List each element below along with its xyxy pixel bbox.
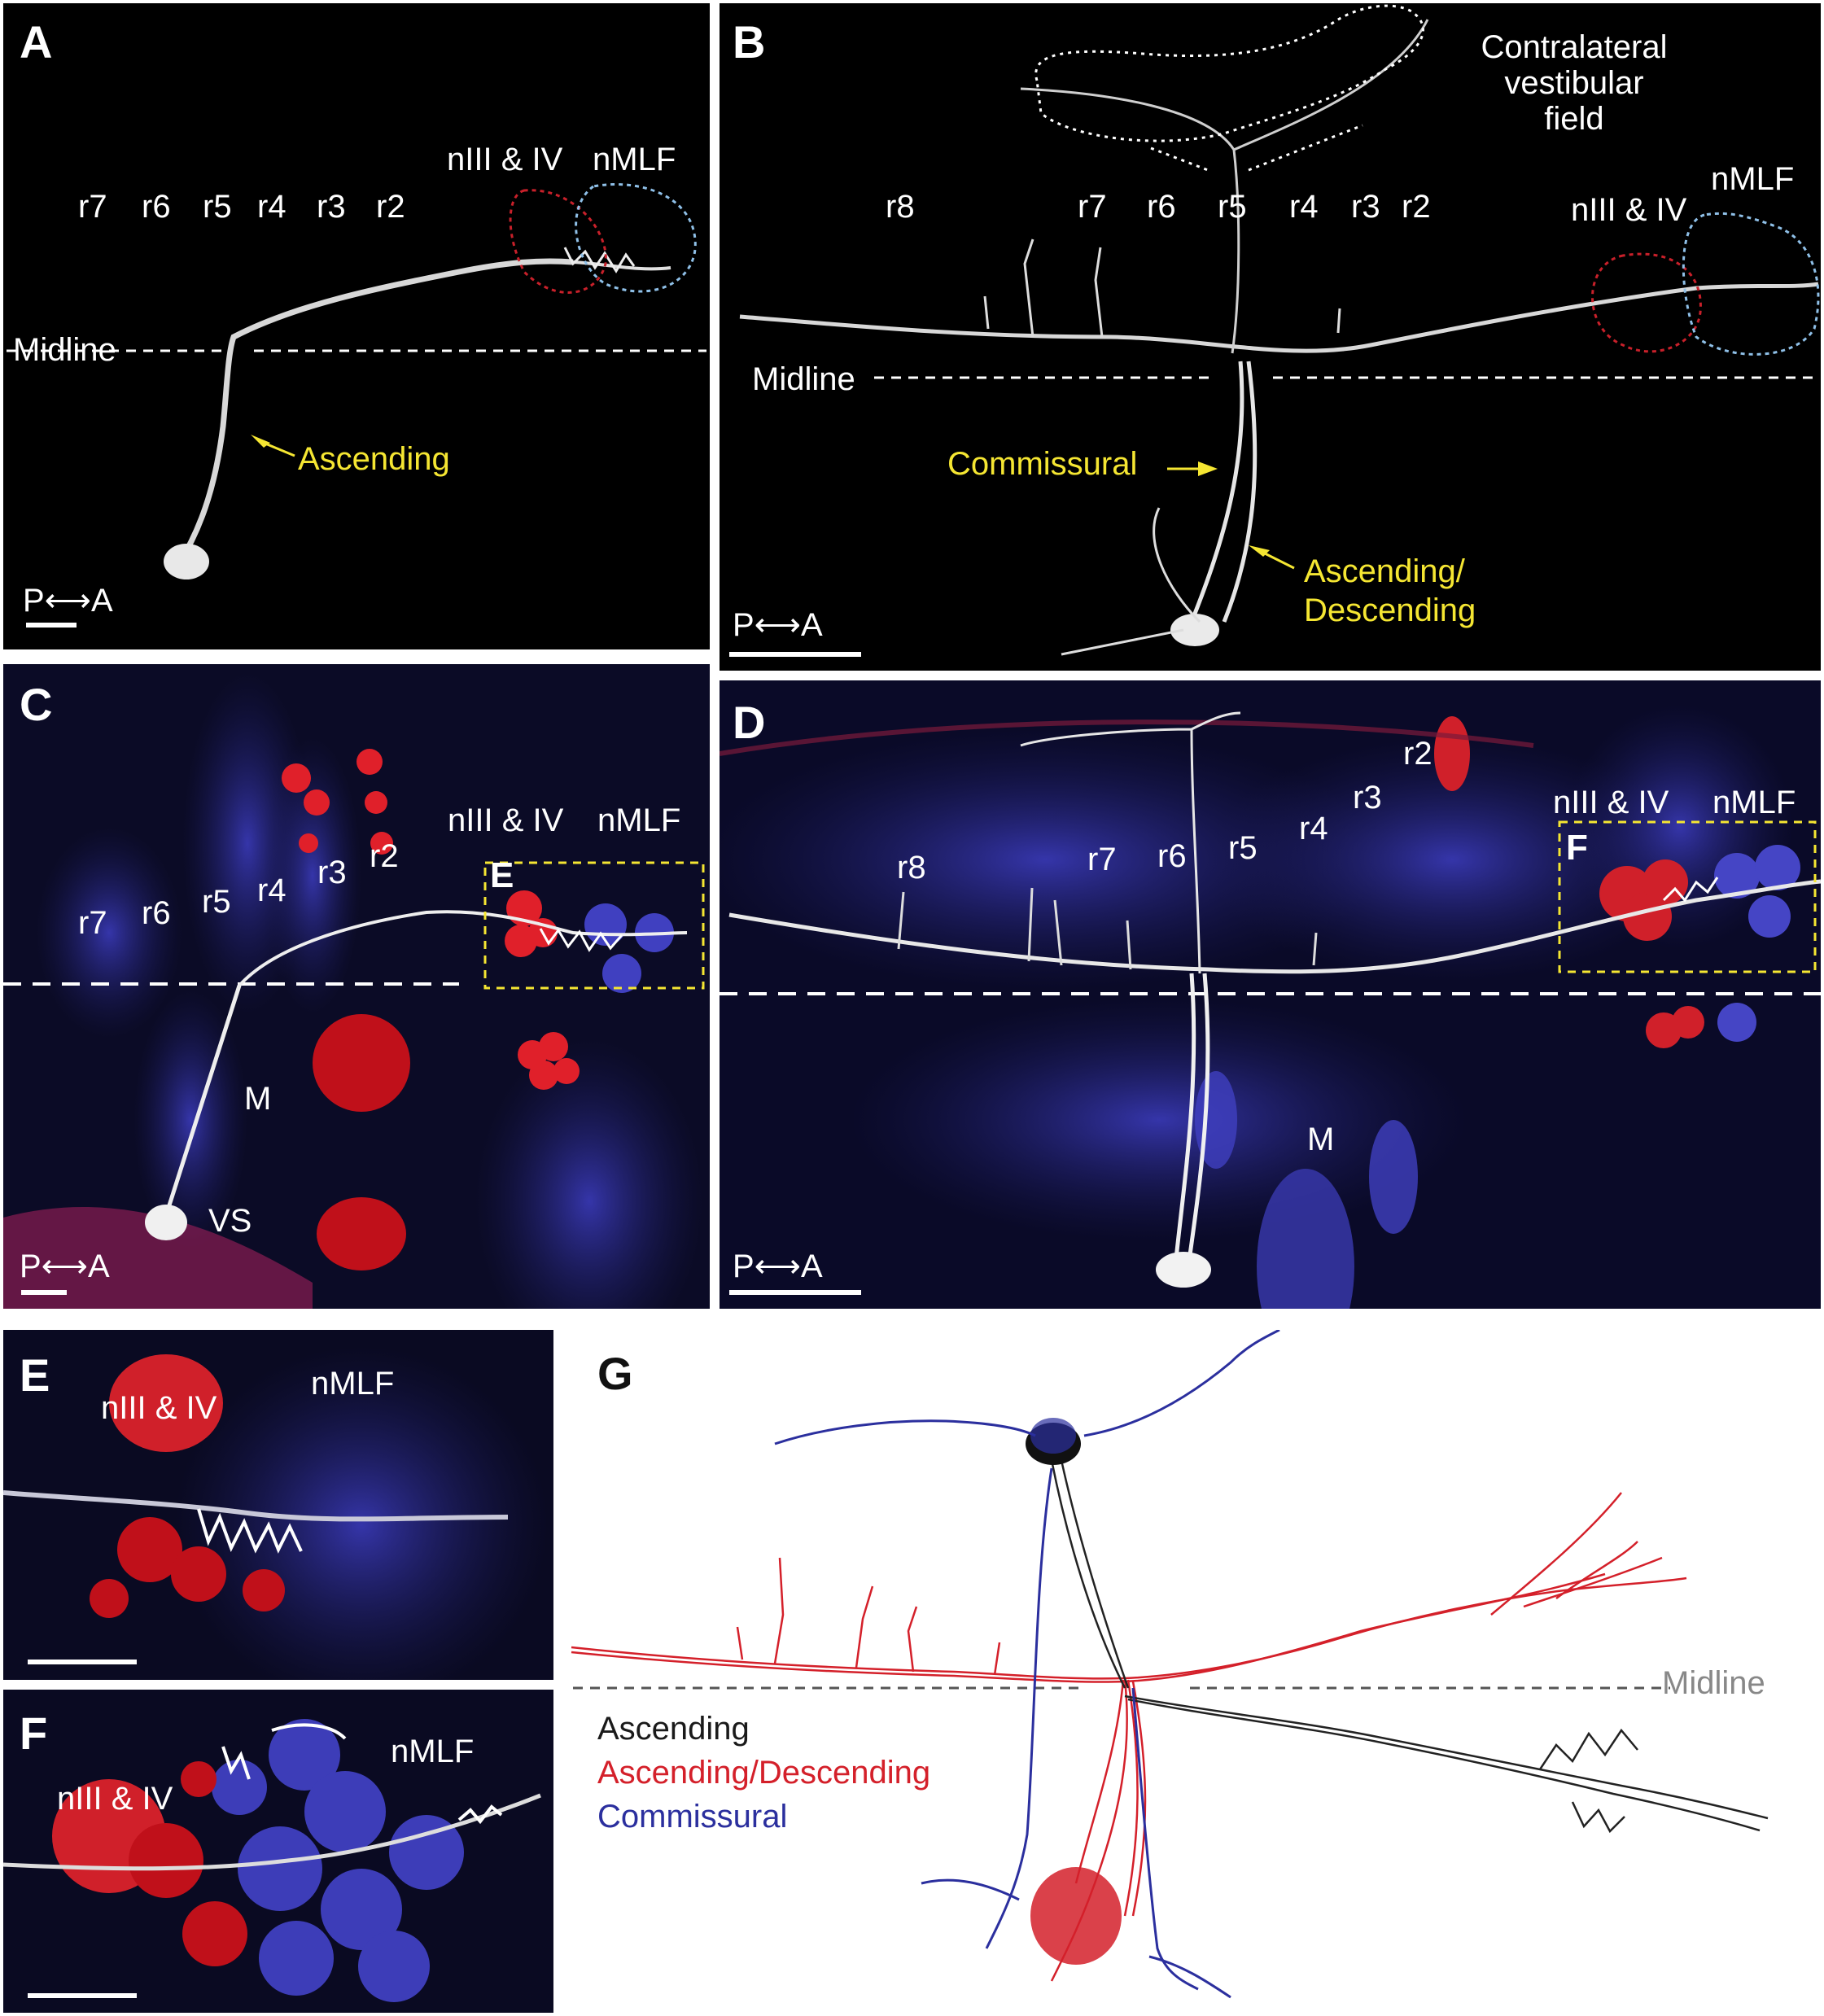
contralateral-vestibular-label: Contralateral vestibular field — [1436, 29, 1712, 137]
rhombomere-label: r7 — [1087, 842, 1117, 877]
legend-commissural: Commissural — [597, 1799, 788, 1835]
rhombomere-label: r3 — [1351, 189, 1380, 225]
midline-label: Midline — [1662, 1665, 1765, 1701]
nucleus-label: nIII & IV — [1571, 192, 1687, 228]
rhombomere-label: r5 — [202, 884, 231, 920]
panel-b-label: B — [733, 16, 766, 68]
ascending-label: Ascending — [298, 441, 450, 477]
orientation-label: P⟷A — [20, 1249, 110, 1284]
contralateral-line: Contralateral — [1481, 29, 1668, 65]
ascending-descending-label: Ascending/ Descending — [1304, 552, 1476, 630]
rhombomere-label: r8 — [886, 189, 915, 225]
rhombomere-label: r6 — [142, 895, 171, 931]
rhombomere-label: r4 — [257, 189, 287, 225]
nucleus-label: nMLF — [311, 1366, 395, 1402]
m-label: M — [1307, 1122, 1335, 1157]
nucleus-label: nMLF — [1711, 161, 1795, 197]
panel-a: A r7 r6 r5 r4 r3 r2 nIII & IV nMLF Midli… — [3, 3, 710, 649]
nucleus-label: nIII & IV — [57, 1781, 173, 1817]
rhombomere-label: r7 — [78, 189, 107, 225]
rhombomere-label: r3 — [317, 855, 347, 890]
panel-e-image — [3, 1330, 553, 1680]
rhombomere-label: r7 — [78, 905, 107, 941]
ascending-descending-line: Ascending/ — [1304, 553, 1465, 589]
panel-c-image — [3, 664, 710, 1309]
panel-d-image — [720, 680, 1821, 1309]
panel-a-image — [7, 183, 706, 628]
panel-d-label: D — [733, 697, 766, 748]
nucleus-label: nMLF — [593, 142, 676, 177]
rhombomere-label: r6 — [142, 189, 171, 225]
orientation-label: P⟷A — [23, 583, 113, 619]
panel-e: E nIII & IV nMLF — [3, 1330, 553, 1680]
rhombomere-label: r2 — [370, 838, 399, 874]
panel-f: F nIII & IV nMLF — [3, 1690, 553, 2013]
panel-g-label: G — [597, 1348, 633, 1399]
nucleus-label: nIII & IV — [101, 1390, 217, 1426]
m-label: M — [244, 1081, 272, 1117]
legend-ascending: Ascending — [597, 1711, 750, 1747]
contralateral-line: vestibular — [1504, 65, 1644, 101]
nucleus-label: nIII & IV — [447, 142, 563, 177]
nucleus-label: nMLF — [1712, 785, 1796, 820]
rhombomere-label: r7 — [1078, 189, 1107, 225]
rhombomere-label: r6 — [1147, 189, 1176, 225]
contralateral-line: field — [1544, 101, 1604, 137]
rhombomere-label: r4 — [257, 872, 287, 908]
midline-label: Midline — [13, 332, 116, 368]
rhombomere-label: r6 — [1157, 838, 1187, 874]
ascending-trace — [1050, 1459, 1769, 1834]
ascending-descending-line: Descending — [1304, 593, 1476, 628]
panel-g: G Midline Ascending Ascending/Descending… — [563, 1330, 1821, 2016]
panel-d: D r8 r7 r6 r5 r4 r3 r2 nIII & IV nMLF F … — [720, 680, 1821, 1309]
rhombomere-label: r5 — [1228, 830, 1258, 866]
orientation-label: P⟷A — [733, 1249, 823, 1284]
panel-f-label: F — [20, 1708, 48, 1759]
rhombomere-label: r5 — [1218, 189, 1247, 225]
rhombomere-label: r8 — [897, 850, 926, 886]
commissural-trace — [774, 1330, 1280, 1999]
commissural-label: Commissural — [947, 446, 1138, 482]
nucleus-label: nIII & IV — [1553, 785, 1669, 820]
rhombomere-label: r4 — [1299, 811, 1328, 846]
rhombomere-label: r2 — [1403, 736, 1433, 772]
vs-label: VS — [208, 1203, 252, 1239]
panel-a-label: A — [20, 16, 53, 68]
rhombomere-label: r2 — [1402, 189, 1431, 225]
inset-f-marker: F — [1566, 828, 1588, 868]
rhombomere-label: r3 — [1353, 780, 1382, 816]
rhombomere-label: r4 — [1289, 189, 1319, 225]
panel-f-image — [3, 1690, 553, 2013]
panel-b: B r8 r7 r6 r5 r4 r3 r2 Contralateral ves… — [720, 3, 1821, 671]
nucleus-label: nMLF — [391, 1734, 475, 1769]
panel-c-label: C — [20, 679, 53, 730]
inset-e-marker: E — [490, 855, 514, 895]
rhombomere-label: r5 — [203, 189, 232, 225]
legend-ascending-descending: Ascending/Descending — [597, 1755, 931, 1791]
panel-e-label: E — [20, 1349, 50, 1401]
orientation-label: P⟷A — [733, 607, 823, 643]
midline-label: Midline — [752, 361, 855, 397]
rhombomere-label: r3 — [317, 189, 346, 225]
rhombomere-label: r2 — [376, 189, 405, 225]
panel-g-image — [571, 1330, 1769, 1999]
panel-c: C r7 r6 r5 r4 r3 r2 nIII & IV nMLF E M V… — [3, 664, 710, 1309]
panel-b-image — [729, 4, 1820, 657]
nucleus-label: nIII & IV — [448, 802, 564, 838]
nucleus-label: nMLF — [597, 802, 681, 838]
